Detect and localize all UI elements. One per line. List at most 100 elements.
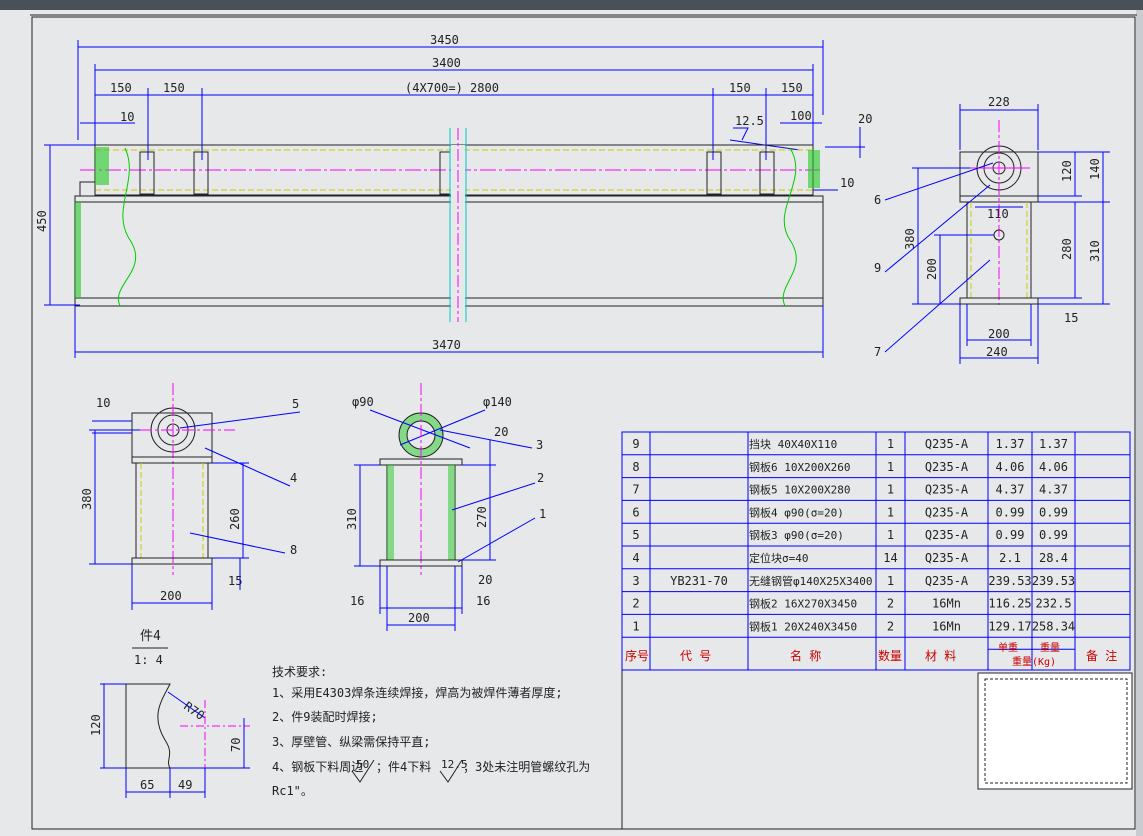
dim-65: 65 [140, 778, 154, 792]
callout-7: 7 [874, 345, 881, 359]
dim-16-b: 16 [476, 594, 490, 608]
part4-scale: 1: 4 [134, 653, 163, 667]
callout-4: 4 [290, 471, 297, 485]
dim-2800: (4X700=) 2800 [405, 81, 499, 95]
dim-49: 49 [178, 778, 192, 792]
dim-200-a: 200 [160, 589, 182, 603]
bom-cell-no: 5 [632, 528, 639, 542]
callout-2: 2 [537, 471, 544, 485]
detail-a-view: 10 380 260 15 200 5 4 8 [80, 383, 301, 610]
dim-280: 280 [1060, 238, 1074, 260]
bom-header-name: 名 称 [790, 648, 821, 663]
sheet-border [31, 16, 1136, 830]
bom-cell-total: 4.06 [1039, 460, 1068, 474]
scrollbar-edge[interactable] [1136, 10, 1143, 836]
bom-cell-mat: Q235-A [925, 483, 969, 497]
dim-phi90: φ90 [352, 395, 374, 409]
callout-5: 5 [292, 397, 299, 411]
bom-cell-total: 28.4 [1039, 551, 1068, 565]
bom-cell-qty: 14 [883, 551, 897, 565]
dim-120-p4: 120 [89, 714, 103, 736]
bom-cell-no: 1 [632, 619, 639, 633]
title-block-frame [977, 672, 1133, 790]
bom-cell-unit: 4.06 [996, 460, 1025, 474]
bom-cell-mat: Q235-A [925, 528, 969, 542]
dim-200-h: 200 [988, 327, 1010, 341]
bevel-12-5: 12.5 [735, 114, 764, 128]
bom-cell-qty: 1 [887, 528, 894, 542]
bom-cell-qty: 1 [887, 574, 894, 588]
drawing-sheet: 3450 3400 150 150 (4X700=) 2800 150 150 … [30, 14, 1137, 830]
bom-header-unit: 单重 [998, 641, 1018, 654]
note-line-4: 4、钢板下料周边 [272, 760, 363, 774]
dim-270-b: 270 [475, 506, 489, 528]
dim-70-p4: 70 [229, 738, 243, 752]
bom-header-note: 备 注 [1086, 648, 1117, 663]
bom-cell-unit: 0.99 [996, 505, 1025, 519]
callout-3: 3 [536, 438, 543, 452]
bom-cell-qty: 1 [887, 437, 894, 451]
note-line-5: Rc1"。 [272, 784, 313, 798]
bom-cell-mat: Q235-A [925, 574, 969, 588]
bom-cell-unit: 239.53 [988, 574, 1031, 588]
dim-110: 110 [987, 207, 1009, 221]
bom-cell-unit: 116.25 [988, 597, 1031, 611]
bom-cell-name: 钢板2 16X270X3450 [749, 597, 857, 611]
bom-cell-no: 2 [632, 597, 639, 611]
part4-title: 件4 [140, 629, 161, 644]
part4-detail: 件4 1: 4 120 R70 70 65 49 [89, 629, 250, 798]
bom-cell-name: 钢板1 20X240X3450 [749, 619, 857, 633]
bom-cell-no: 8 [632, 460, 639, 474]
bom-cell-name: 钢板4 φ90(σ=20) [749, 505, 844, 519]
dim-150-b: 150 [163, 81, 185, 95]
bom-header-code: 代 号 [680, 649, 711, 663]
bom-cell-total: 239.53 [1032, 574, 1075, 588]
note-line-4-mid: ；件4下料 [376, 760, 431, 774]
bom-cell-name: 钢板3 φ90(σ=20) [749, 528, 844, 542]
bom-cell-unit: 4.37 [996, 483, 1025, 497]
dim-150-a: 150 [110, 81, 132, 95]
bom-cell-mat: Q235-A [925, 551, 969, 565]
bom-cell-total: 4.37 [1039, 483, 1068, 497]
note-line-4-end: ；3处未注明管螺纹孔为 [463, 759, 590, 774]
bom-cell-mat: Q235-A [925, 460, 969, 474]
callout-1: 1 [539, 507, 546, 521]
bom-cell-mat: Q235-A [925, 437, 969, 451]
dim-3450: 3450 [430, 33, 459, 47]
callout-9: 9 [874, 261, 881, 275]
bom-cell-unit: 0.99 [996, 528, 1025, 542]
dim-3470: 3470 [432, 338, 461, 352]
bom-cell-no: 4 [632, 551, 639, 565]
dim-15-a: 15 [228, 574, 242, 588]
dim-10-left: 10 [120, 110, 134, 124]
title-block-inner [984, 678, 1128, 784]
window-title-bar [0, 0, 1143, 10]
dim-240: 240 [986, 345, 1008, 359]
bom-cell-unit: 2.1 [999, 551, 1021, 565]
bom-cell-total: 258.34 [1032, 619, 1075, 633]
notes-title: 技术要求: [272, 665, 327, 679]
dim-228: 228 [988, 95, 1010, 109]
bom-cell-total: 0.99 [1039, 528, 1068, 542]
dim-10-right: 10 [840, 176, 854, 190]
bom-header-total: 重量 [1040, 641, 1060, 654]
bom-cell-no: 6 [632, 505, 639, 519]
callout-6: 6 [874, 193, 881, 207]
note-line-3: 3、厚壁管、纵梁需保持平直; [272, 734, 430, 749]
dim-380-a: 380 [80, 488, 94, 510]
dim-100: 100 [790, 109, 812, 123]
dim-310-b: 310 [345, 508, 359, 530]
bom-cell-no: 3 [632, 574, 639, 588]
dim-120: 120 [1060, 160, 1074, 182]
dim-450: 450 [35, 210, 49, 232]
bom-cell-no: 7 [632, 483, 639, 497]
